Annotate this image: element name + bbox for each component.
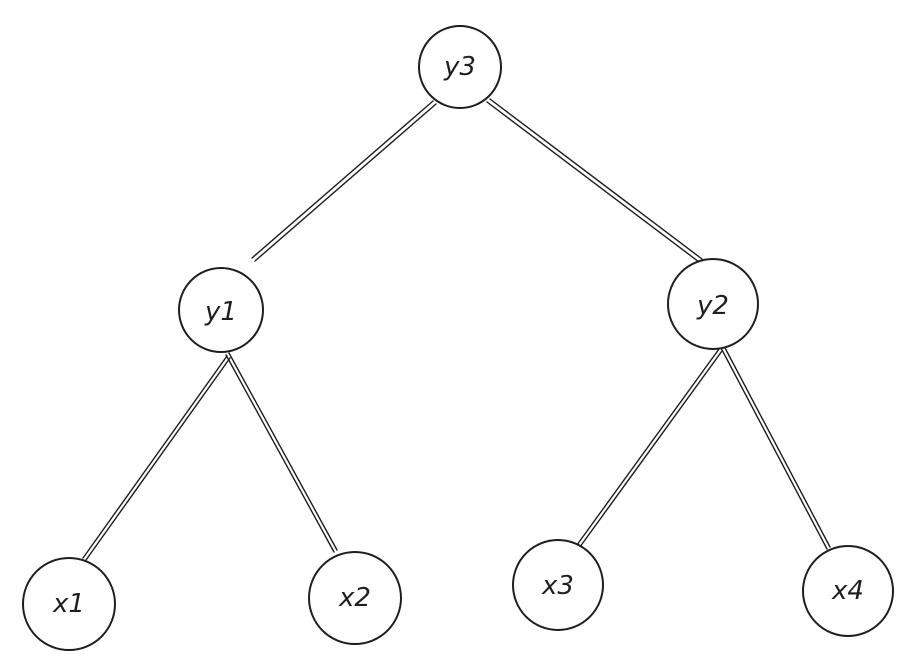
edge-y3-y2 [486,98,703,263]
edge-y1-x1 [82,355,231,561]
edge-y2-x3 [573,348,723,552]
node-label-y2: y2 [696,291,729,321]
node-x2: x2 [308,551,402,645]
edge-y1-x2 [225,352,338,553]
node-x4: x4 [802,545,894,637]
node-label-x3: x3 [541,571,574,601]
edge-y2-x4 [720,345,831,550]
node-label-x1: x1 [52,589,85,619]
edge-y3-y1 [251,100,437,262]
node-y3: y3 [418,25,502,109]
node-x3: x3 [512,539,604,631]
node-y1: y1 [178,267,264,353]
node-label-y1: y1 [204,297,237,327]
node-y2: y2 [667,258,759,350]
node-label-x4: x4 [831,576,864,606]
node-label-y3: y3 [443,52,476,82]
edges-group [82,98,831,561]
node-x1: x1 [22,557,116,651]
node-label-x2: x2 [338,583,371,613]
